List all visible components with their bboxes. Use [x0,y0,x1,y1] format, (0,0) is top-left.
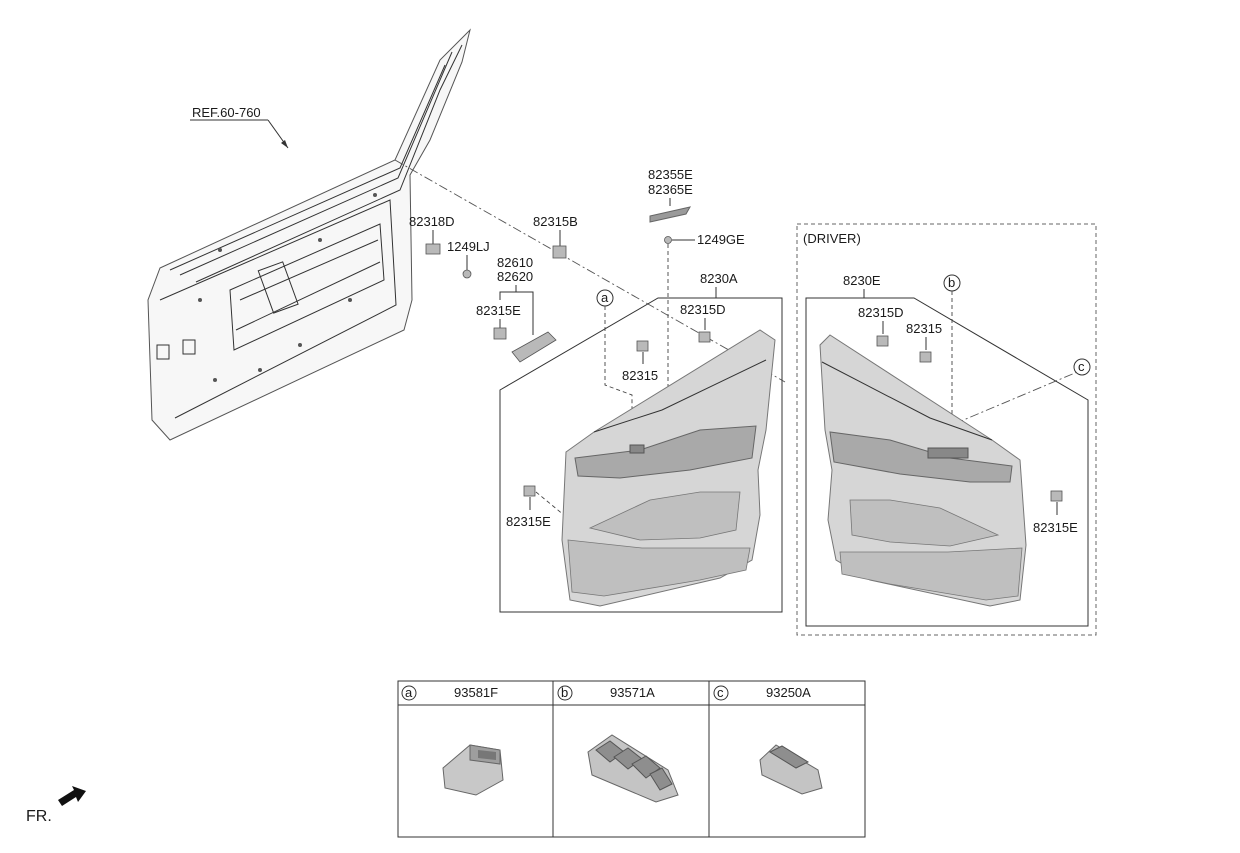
label-82315E-right: 82315E [1033,520,1078,535]
front-arrow-icon [58,786,86,806]
switch-93571A-illustration [587,734,679,803]
part-1249GE [664,236,672,244]
legend-key-c: c [717,685,724,700]
legend-part-a: 93581F [454,685,498,700]
callout-b-label: b [948,275,955,290]
panel-frame-right [805,297,1089,627]
label-82365E: 82365E [648,182,693,197]
legend-key-b-icon [557,685,573,701]
driver-label: (DRIVER) [803,231,861,246]
front-direction-label: FR. [26,808,52,825]
label-82315D-left: 82315D [680,302,726,317]
label-1249GE: 1249GE [697,232,745,247]
panel-frame-left [499,297,783,613]
door-frame-illustration [147,28,471,441]
label-8230A: 8230A [700,271,738,286]
label-1249LJ: 1249LJ [447,239,490,254]
callout-c-label: c [1078,359,1085,374]
part-82315-left [636,340,649,352]
ref-label: REF.60-760 [192,105,261,120]
label-82355E: 82355E [648,167,693,182]
legend-key-a-icon [401,685,417,701]
legend-part-c: 93250A [766,685,811,700]
part-82315D-left [698,331,711,343]
label-82315B: 82315B [533,214,578,229]
driver-section-box [796,223,1097,636]
part-1249LJ [462,269,472,279]
legend-key-b: b [561,685,568,700]
label-82315D-right: 82315D [858,305,904,320]
part-82315E-right [1050,490,1063,502]
part-82318D [425,243,441,255]
part-82315E-left [523,485,536,497]
legend-key-c-icon [713,685,729,701]
label-82318D: 82318D [409,214,455,229]
callout-a-left-label: a [601,290,609,305]
door-trim-panel-right [819,334,1027,607]
part-82315D-right [876,335,889,347]
part-82355E-pad [649,206,691,223]
label-82610: 82610 [497,255,533,270]
label-82315E-top: 82315E [476,303,521,318]
door-trim-panel-left [561,329,776,607]
part-82315B [552,245,567,259]
part-82315E-top [493,327,507,340]
callout-c [1073,358,1091,376]
legend-table: a 93581F b 93571A c 93250A [397,680,866,838]
legend-key-a: a [405,685,413,700]
part-82315-right [919,351,932,363]
switch-93250A-illustration [759,744,823,795]
label-82315-left: 82315 [622,368,658,383]
switch-93581F-illustration [442,744,504,796]
label-82315-right: 82315 [906,321,942,336]
part-82610-handle [511,331,557,363]
label-82620: 82620 [497,269,533,284]
label-8230E: 8230E [843,273,881,288]
legend-part-b: 93571A [610,685,655,700]
label-82315E-left: 82315E [506,514,551,529]
